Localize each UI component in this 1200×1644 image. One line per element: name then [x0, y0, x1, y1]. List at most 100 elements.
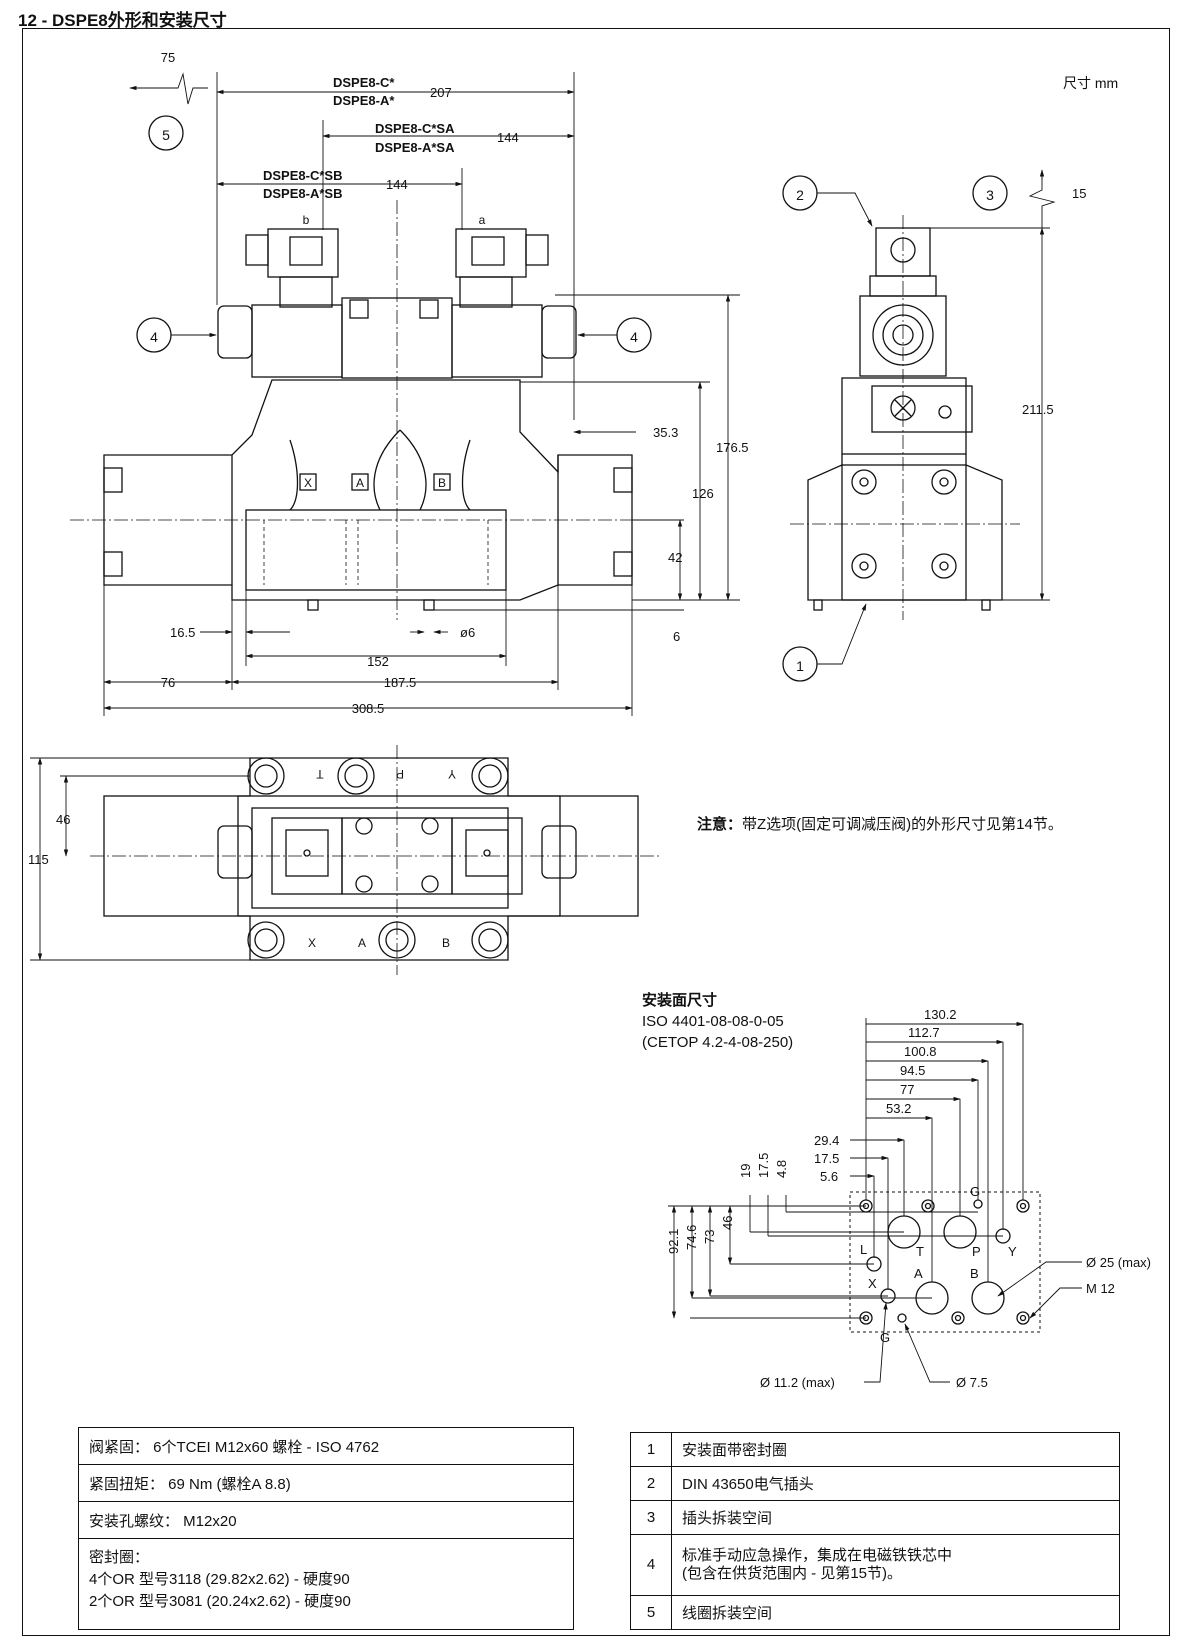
seals-or-3118: 4个OR 型号3118 (29.82x2.62) - 硬度90 [89, 1571, 350, 1588]
svg-text:Ø 25 (max): Ø 25 (max) [1086, 1255, 1151, 1270]
dim-75: 75 [161, 50, 175, 65]
svg-text:17.5: 17.5 [814, 1151, 839, 1166]
dim-152: 152 [367, 654, 389, 669]
svg-text:M 12: M 12 [1086, 1281, 1115, 1296]
svg-text:b: b [303, 213, 310, 227]
svg-text:P: P [396, 767, 404, 781]
svg-text:Y: Y [1008, 1244, 1017, 1259]
svg-text:73: 73 [702, 1230, 717, 1244]
spec-thread: 安装孔螺纹： M12x20 [78, 1501, 574, 1539]
svg-text:29.4: 29.4 [814, 1133, 839, 1148]
spec-fixing: 阀紧固： 6个TCEI M12x60 螺栓 - ISO 4762 [78, 1427, 574, 1465]
mounting-interface: G T P Y L A B X G 130.2 112.7 100.8 94.5… [666, 1007, 1151, 1390]
dim-207: 207 [430, 85, 452, 100]
seals-label: 密封圈： [89, 1549, 150, 1566]
dim-187-5: 187.5 [384, 675, 417, 690]
callout-1: 1 [782, 603, 867, 682]
svg-text:G: G [880, 1330, 890, 1345]
spec-seals: 密封圈： 4个OR 型号3118 (29.82x2.62) - 硬度90 2个O… [78, 1538, 574, 1630]
svg-text:L: L [860, 1242, 867, 1257]
svg-text:77: 77 [900, 1082, 914, 1097]
svg-text:5.6: 5.6 [820, 1169, 838, 1184]
top-view: T P Y X A B 115 46 [28, 745, 660, 975]
svg-text:1: 1 [796, 658, 804, 674]
svg-text:A: A [356, 476, 364, 490]
dim-144-sb: 144 [386, 177, 408, 192]
mounting-title-block: 安装面尺寸 ISO 4401-08-08-0-05 (CETOP 4.2-4-0… [642, 990, 793, 1053]
dim-308-5: 308.5 [352, 701, 385, 716]
dim-76: 76 [161, 675, 175, 690]
svg-text:Ø 7.5: Ø 7.5 [956, 1375, 988, 1390]
front-view: 尺寸 mm 5 75 DSPE8-C* DSPE8-A* 207 DSPE8-C… [70, 50, 1118, 716]
label-dspe8-a-sa: DSPE8-A*SA [375, 140, 455, 155]
svg-text:19: 19 [738, 1164, 753, 1178]
svg-text:94.5: 94.5 [900, 1063, 925, 1078]
svg-text:X: X [868, 1276, 877, 1291]
label-dspe8-c-sb: DSPE8-C*SB [263, 168, 342, 183]
svg-text:74.6: 74.6 [684, 1225, 699, 1250]
svg-text:P: P [972, 1244, 981, 1259]
dim-6: 6 [673, 629, 680, 644]
label-dspe8-a-sb: DSPE8-A*SB [263, 186, 342, 201]
dim-15: 15 [1072, 186, 1086, 201]
label-dspe8-c-sa: DSPE8-C*SA [375, 121, 455, 136]
svg-text:53.2: 53.2 [886, 1101, 911, 1116]
svg-text:112.7: 112.7 [908, 1025, 940, 1040]
valve-front-geometry: b a [70, 200, 680, 620]
dim-126: 126 [692, 486, 714, 501]
svg-text:X: X [308, 936, 316, 950]
svg-text:46: 46 [720, 1216, 735, 1230]
svg-text:T: T [316, 767, 324, 781]
dim-16-5: 16.5 [170, 625, 195, 640]
svg-text:4.8: 4.8 [774, 1160, 789, 1178]
drawing-frame [22, 28, 1170, 1636]
callout-5: 5 75 [129, 50, 208, 151]
note-text: 带Z选项(固定可调减压阀)的外形尺寸见第14节。 [742, 816, 1063, 833]
front-right-dims: 35.3 176.5 126 42 6 [434, 294, 749, 644]
svg-text:92.1: 92.1 [666, 1229, 681, 1254]
svg-text:4: 4 [630, 329, 638, 345]
note: 注意：带Z选项(固定可调减压阀)的外形尺寸见第14节。 [697, 813, 1063, 834]
svg-text:A: A [914, 1266, 923, 1281]
svg-text:100.8: 100.8 [904, 1044, 937, 1059]
svg-text:Ø 11.2 (max): Ø 11.2 (max) [760, 1375, 835, 1390]
svg-text:2: 2 [796, 187, 804, 203]
spec-torque: 紧固扭矩： 69 Nm (螺栓A 8.8) [78, 1464, 574, 1502]
dim-35-3: 35.3 [653, 425, 678, 440]
note-label: 注意： [697, 816, 743, 833]
seals-or-3081: 2个OR 型号3081 (20.24x2.62) - 硬度90 [89, 1593, 351, 1610]
dim-211-5: 211.5 [1022, 402, 1054, 417]
svg-text:4: 4 [150, 329, 158, 345]
mounting-std-cetop: (CETOP 4.2-4-08-250) [642, 1034, 794, 1051]
svg-text:T: T [916, 1244, 924, 1259]
svg-text:5: 5 [162, 127, 170, 143]
svg-text:B: B [442, 936, 450, 950]
label-dspe8-c: DSPE8-C* [333, 75, 395, 90]
svg-text:X: X [304, 476, 312, 490]
callout-4-left: 4 [136, 317, 217, 353]
svg-text:G: G [970, 1184, 980, 1199]
svg-text:A: A [358, 936, 366, 950]
dim-46: 46 [56, 812, 70, 827]
dim-42: 42 [668, 550, 682, 565]
front-bottom-dims: 16.5 ø6 152 76 187.5 308.5 [103, 585, 633, 716]
dim-115: 115 [28, 852, 49, 867]
dim-176-5: 176.5 [716, 440, 749, 455]
side-view: 2 3 15 [782, 169, 1086, 682]
svg-text:130.2: 130.2 [924, 1007, 957, 1022]
svg-text:a: a [479, 213, 486, 227]
callout-2: 2 [782, 175, 873, 227]
front-top-dims: DSPE8-C* DSPE8-A* 207 DSPE8-C*SA DSPE8-A… [216, 72, 575, 420]
svg-text:17.5: 17.5 [756, 1153, 771, 1178]
dim-144-sa: 144 [497, 130, 519, 145]
page-title: 12 - DSPE8外形和安装尺寸 [18, 11, 227, 30]
svg-text:B: B [438, 476, 446, 490]
spec-table: 阀紧固： 6个TCEI M12x60 螺栓 - ISO 4762 紧固扭矩： 6… [78, 1427, 574, 1630]
unit-label: 尺寸 mm [1063, 75, 1118, 91]
